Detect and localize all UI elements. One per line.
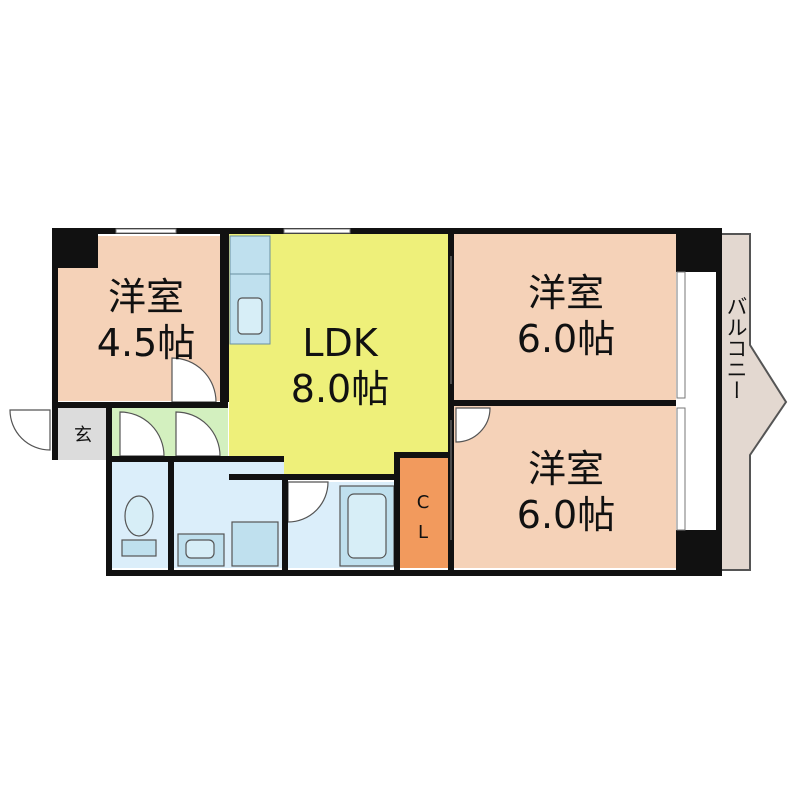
windows	[115, 228, 686, 531]
room-closet	[400, 458, 450, 568]
door-swings	[9, 357, 491, 523]
toilet-icon	[121, 495, 157, 557]
room-western-small-name: 洋室	[108, 275, 184, 319]
room-western-bottom-name: 洋室	[528, 447, 604, 491]
walls	[52, 228, 722, 576]
balcony-area	[719, 233, 788, 571]
door-swing-entrance	[9, 409, 51, 451]
room-western-top-name: 洋室	[528, 271, 604, 315]
room-ldk-name: LDK	[302, 321, 378, 365]
entrance-label: 玄	[74, 425, 92, 446]
kitchen-sink-icon	[237, 297, 263, 335]
closet-label-bottom: L	[418, 522, 428, 543]
window-western-small	[115, 228, 177, 234]
room-western-bottom-size: 6.0帖	[517, 493, 615, 537]
door-swing-bath	[287, 481, 329, 523]
door-swing-hall-right	[175, 411, 221, 457]
room-western-top-size: 6.0帖	[517, 317, 615, 361]
closet-label-top: C	[417, 492, 430, 513]
room-western-small-size: 4.5帖	[97, 321, 195, 365]
window-ldk	[283, 228, 351, 234]
room-western-top	[454, 234, 676, 400]
window-western-bottom	[676, 407, 686, 531]
window-western-top	[676, 271, 686, 399]
balcony-label: バルコニー	[724, 296, 748, 401]
room-western-bottom	[454, 406, 676, 568]
door-swing-hall-left	[119, 411, 165, 457]
washing-machine-icon	[231, 521, 279, 567]
washbasin-icon	[177, 533, 225, 567]
entrance-area	[58, 408, 110, 460]
room-ldk-size: 8.0帖	[291, 367, 389, 411]
door-swing-western-small	[171, 357, 217, 403]
door-swing-western-bottom	[455, 407, 491, 443]
balcony: バルコニー	[719, 233, 788, 571]
bathtub-icon	[339, 485, 395, 567]
